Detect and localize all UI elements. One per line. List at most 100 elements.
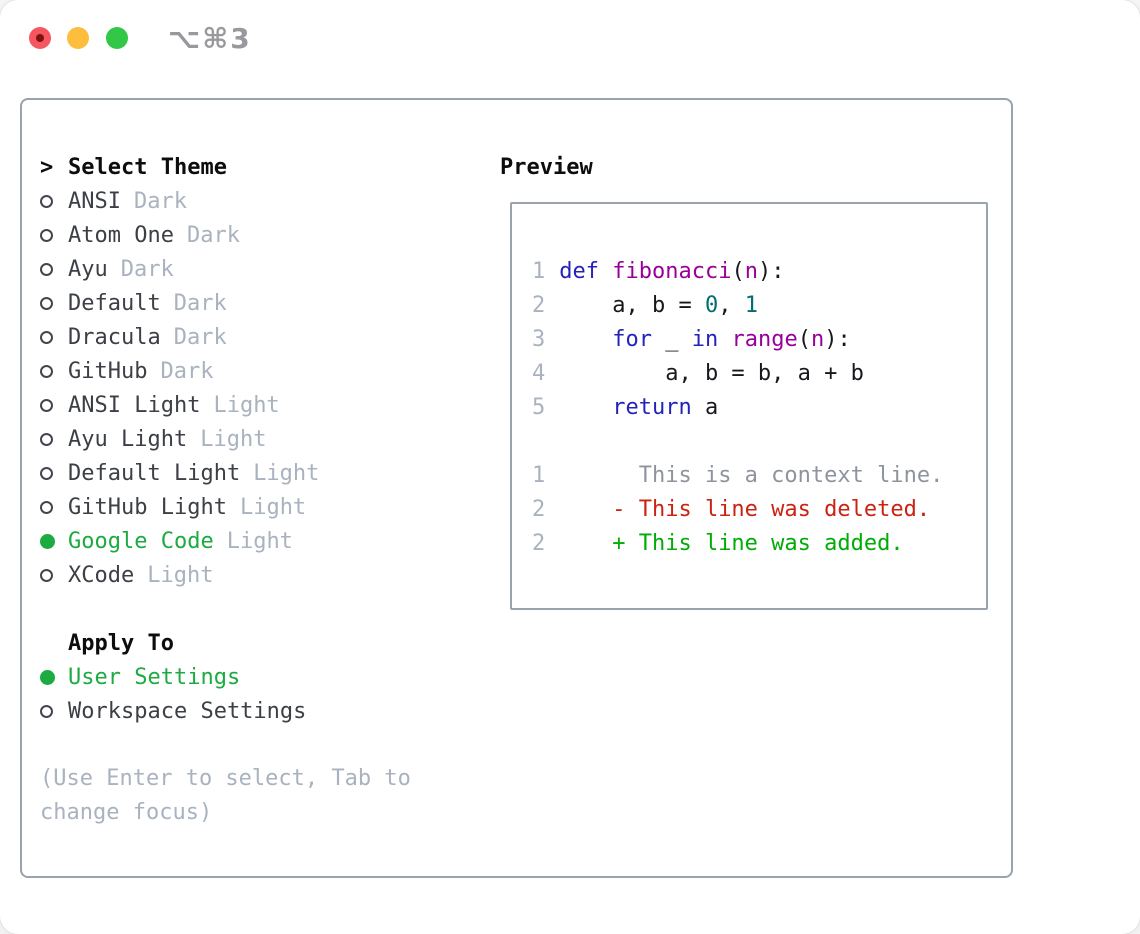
code-token: in: [691, 326, 719, 352]
title-bar: ⌥⌘3: [0, 0, 1140, 76]
radio-unselected-icon: [40, 364, 68, 378]
diff-line-ctx: 1 This is a context line.: [532, 458, 986, 492]
radio-unselected-icon: [40, 262, 68, 276]
option-label: Dracula: [68, 324, 161, 350]
option-label: Default: [68, 290, 161, 316]
option-label: XCode: [68, 562, 135, 588]
code-token: (: [797, 326, 811, 352]
theme-variant-label: Light: [239, 494, 307, 520]
option-label: Google Code: [68, 528, 214, 554]
focus-caret-icon: >: [40, 154, 54, 180]
code-line: 5 return a: [532, 390, 986, 424]
diff-text: - This line was deleted.: [559, 496, 931, 522]
theme-variant-label: Light: [213, 392, 280, 418]
preview-header: Preview: [500, 154, 593, 180]
option-label: Ayu Light: [68, 426, 188, 452]
code-token: a: [691, 394, 719, 420]
help-text: (Use Enter to select, Tab to change focu…: [40, 766, 411, 825]
theme-option[interactable]: Default Light Light: [40, 456, 480, 490]
theme-variant-label: Dark: [173, 324, 227, 350]
theme-variant-label: Light: [200, 426, 267, 452]
code-token: ):: [824, 326, 851, 352]
line-number: 2: [532, 292, 546, 318]
radio-unselected-icon: [40, 568, 68, 582]
theme-variant-label: Light: [253, 460, 320, 486]
option-label: Atom One: [68, 222, 174, 248]
radio-unselected-icon: [40, 228, 68, 242]
theme-option[interactable]: Atom One Dark: [40, 218, 480, 252]
code-token: n: [744, 258, 758, 284]
minimize-button[interactable]: [67, 27, 89, 49]
theme-variant-label: Dark: [173, 290, 227, 316]
code-line: 4 a, b = b, a + b: [532, 356, 986, 390]
theme-option[interactable]: Google Code Light: [40, 524, 480, 558]
section-gap: [40, 592, 480, 626]
radio-unselected-icon: [40, 704, 68, 718]
diff-preview: 1 This is a context line. 2 - This line w…: [532, 458, 986, 560]
code-token: n: [810, 326, 825, 352]
line-number: 3: [532, 326, 546, 352]
code-token: 1: [744, 292, 758, 318]
radio-selected-icon: [40, 533, 68, 549]
theme-option[interactable]: Ayu Light Light: [40, 422, 480, 456]
code-token: a, b =: [559, 292, 705, 318]
select-theme-header: Select Theme: [68, 154, 227, 180]
code-token: fibonacci: [612, 258, 732, 284]
code-token: _: [651, 326, 692, 352]
theme-option[interactable]: XCode Light: [40, 558, 480, 592]
option-label: ANSI Light: [68, 392, 201, 418]
apply-to-option[interactable]: Workspace Settings: [40, 694, 480, 728]
code-line: 2 a, b = 0, 1: [532, 288, 986, 322]
radio-unselected-icon: [40, 466, 68, 480]
option-label: Default Light: [68, 460, 241, 486]
code-token: for: [612, 326, 652, 352]
diff-line-add: 2 + This line was added.: [532, 526, 986, 560]
code-token: [599, 259, 612, 284]
radio-unselected-icon: [40, 432, 68, 446]
code-token: return: [612, 394, 692, 420]
theme-variant-label: Light: [226, 528, 293, 554]
select-theme-header-row: > Select Theme: [40, 150, 480, 184]
code-token: a, b = b, a + b: [559, 360, 864, 386]
line-number: 5: [532, 394, 546, 420]
theme-option[interactable]: Dracula Dark: [40, 320, 480, 354]
option-label: Workspace Settings: [68, 698, 307, 724]
zoom-button[interactable]: [106, 27, 128, 49]
apply-to-option[interactable]: User Settings: [40, 660, 480, 694]
code-token: [559, 395, 612, 420]
code-token: 0: [704, 292, 719, 318]
theme-option[interactable]: Default Dark: [40, 286, 480, 320]
code-token: ,: [718, 292, 745, 318]
apply-to-header: Apply To: [68, 630, 174, 656]
radio-unselected-icon: [40, 194, 68, 208]
code-token: ):: [757, 258, 785, 284]
code-token: range: [731, 326, 798, 352]
code-token: [559, 327, 612, 352]
close-button[interactable]: [29, 27, 51, 49]
option-label: Ayu: [68, 256, 108, 282]
radio-unselected-icon: [40, 500, 68, 514]
apply-to-header-row: Apply To: [40, 626, 480, 660]
diff-text: This is a context line.: [559, 462, 944, 488]
radio-unselected-icon: [40, 296, 68, 310]
line-number: 2: [532, 496, 546, 522]
theme-option[interactable]: ANSI Light Light: [40, 388, 480, 422]
option-label: GitHub: [68, 358, 148, 384]
theme-variant-label: Dark: [186, 222, 240, 248]
option-label: ANSI: [68, 188, 121, 214]
line-number: 1: [532, 258, 546, 284]
line-number: 4: [532, 360, 546, 386]
code-token: [718, 327, 731, 352]
theme-variant-label: Light: [147, 562, 214, 588]
